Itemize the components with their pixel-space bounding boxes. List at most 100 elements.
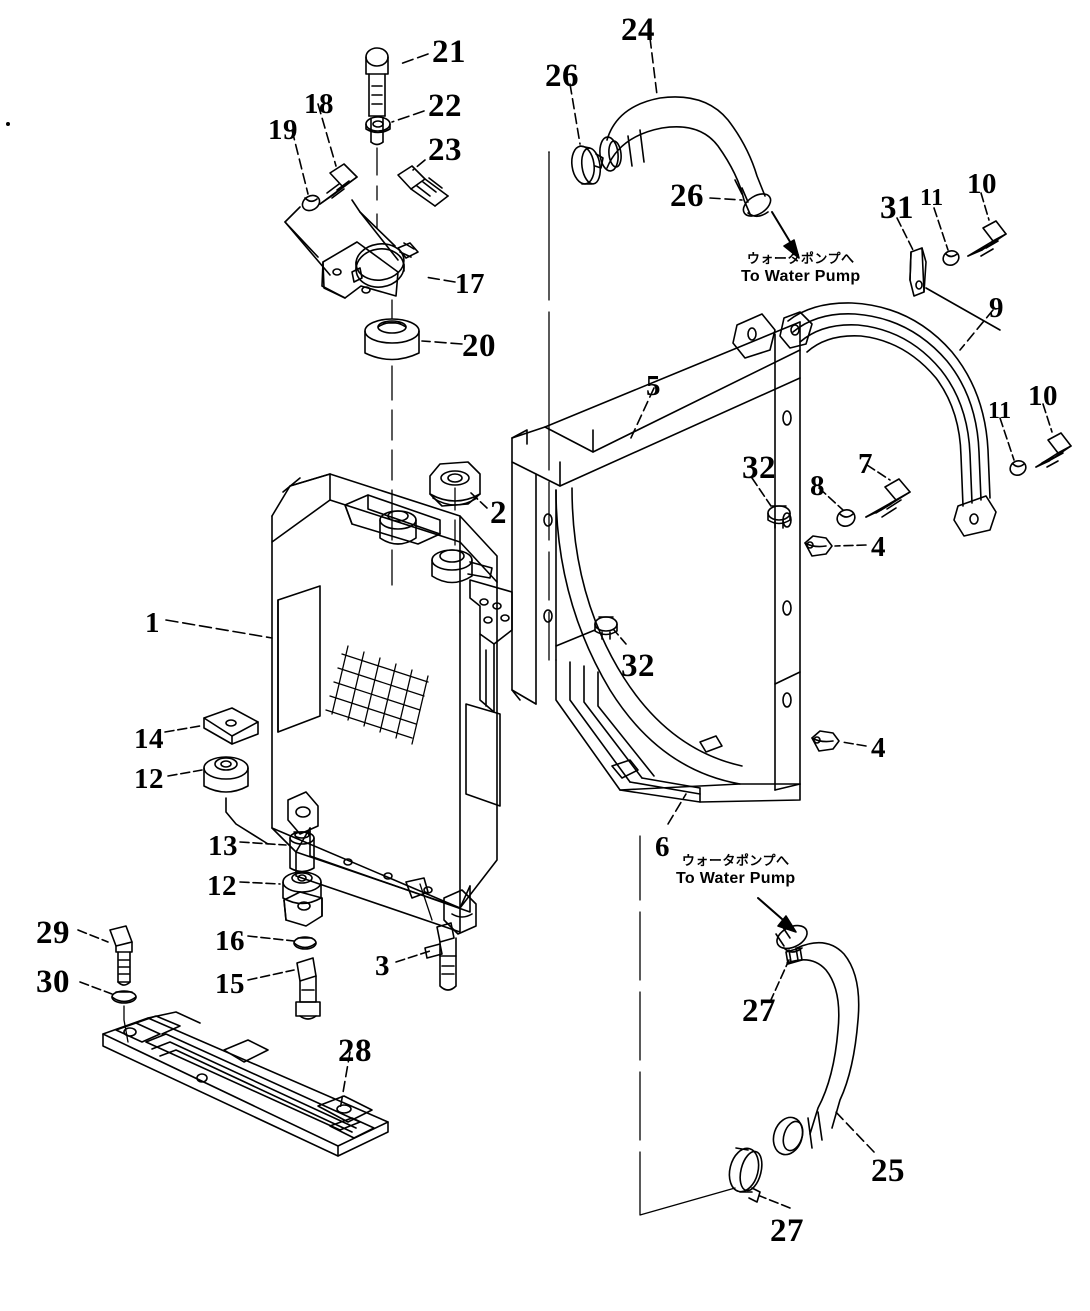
part-1-radiator [271,473,513,935]
leader-17 [424,276,456,283]
callout-3: 3 [375,950,390,982]
part-19-washer [301,194,321,212]
leader-29 [77,929,109,943]
leader-12-lower [239,881,281,885]
leader-20 [421,340,463,345]
part-8-washer [836,509,856,527]
callout-5: 5 [646,370,661,402]
part-20-bushing [364,318,420,361]
part-32-bolt-lower [594,616,618,640]
annotation-jp-text: ウォータポンプへ [681,854,790,869]
leader-31 [896,217,914,251]
part-18-bolt [319,163,358,205]
callout-1: 1 [145,607,160,639]
part-12-mount-lower [282,871,322,905]
callout-25: 25 [871,1153,905,1189]
annotation-to-water-pump-lower: ウォータポンプへ To Water Pump [676,854,795,887]
leader-12-to-foot [225,797,269,845]
leader-31-to-guard [925,287,1001,331]
leader-4-lower [841,741,867,747]
leader-19 [291,129,309,195]
leader-10-upper [980,192,990,221]
callout-9: 9 [989,292,1004,324]
part-4-clip-lower [811,730,840,752]
part-11-washer-lower [1009,460,1027,476]
leader-7 [866,464,891,481]
part-23-bolt [397,165,449,207]
callout-18: 18 [304,88,334,120]
callout-11-upper: 11 [920,185,944,211]
part-30-washer [111,990,137,1004]
leader-9 [959,309,994,351]
part-16-washer [283,891,323,950]
part-32-bolt-right [767,505,791,529]
callout-21: 21 [432,34,466,70]
part-24-upper-hose [599,96,772,218]
callout-7: 7 [858,448,873,480]
registration-mark [6,122,10,126]
part-4-clip-upper [804,535,833,557]
radiator-core-mesh [325,645,429,745]
callout-8: 8 [810,470,825,502]
leader-1 [165,619,273,639]
leader-28 [339,1051,351,1111]
part-7-bolt [865,478,911,518]
part-26-clamp-upper [570,145,604,185]
annotation-to-water-pump-upper: ウォータポンプへ To Water Pump [741,252,861,285]
leader-27-lower [759,1195,791,1209]
leader-4-upper [834,544,867,547]
callout-24: 24 [621,12,655,48]
leader-32-lower-2 [555,629,596,647]
leader-14 [164,725,201,733]
callout-17: 17 [455,268,485,300]
leader-26-lower [709,197,743,201]
part-5-6-fan-shroud [511,321,801,803]
callout-23: 23 [428,132,462,168]
part-21-bolt [365,47,389,146]
leader-8 [818,487,844,511]
callout-32-right: 32 [742,450,776,486]
ref-line-to-clamp-27 [639,835,736,1216]
annotation-en-text: To Water Pump [741,267,861,285]
leader-18 [317,103,337,167]
callout-20: 20 [462,328,496,364]
callout-31: 31 [880,190,914,226]
part-12-mount-upper [203,756,249,793]
callout-26-lower: 26 [670,178,704,214]
callout-6: 6 [655,831,670,863]
arrow-to-water-pump-upper [771,211,800,259]
leader-2 [469,491,488,509]
part-29-bolt [109,925,133,986]
callout-26-upper-left: 26 [545,58,579,94]
leader-23 [412,159,426,171]
callout-2: 2 [490,495,507,531]
part-25-lower-hose [772,924,860,1156]
leader-10-lower [1042,403,1053,433]
callout-13: 13 [208,830,238,862]
leader-24 [649,37,658,96]
leader-25 [833,1109,875,1153]
leader-30 [79,981,113,995]
leader-6 [667,793,687,825]
callout-12-upper: 12 [134,763,164,795]
leader-5 [629,387,655,441]
callout-11-lower: 11 [988,398,1012,424]
leader-32-right [751,477,772,507]
annotation-jp-text: ウォータポンプへ [746,252,855,267]
part-10-bolt-upper [967,220,1007,257]
part-3-drain-cock [424,922,457,991]
callout-15: 15 [215,968,245,1000]
part-28-mount-plate [102,1011,389,1157]
leader-12-upper [167,769,203,777]
callout-16: 16 [215,925,245,957]
part-31-bracket [909,247,927,297]
arrow-to-water-pump-lower [757,897,797,933]
callout-10-lower: 10 [1028,380,1058,412]
leader-13 [239,841,287,846]
leader-11-upper [933,207,949,251]
callout-30: 30 [36,964,70,1000]
leader-27-upper [769,959,790,1003]
part-10-bolt-lower [1035,432,1072,468]
callout-22: 22 [428,88,462,124]
